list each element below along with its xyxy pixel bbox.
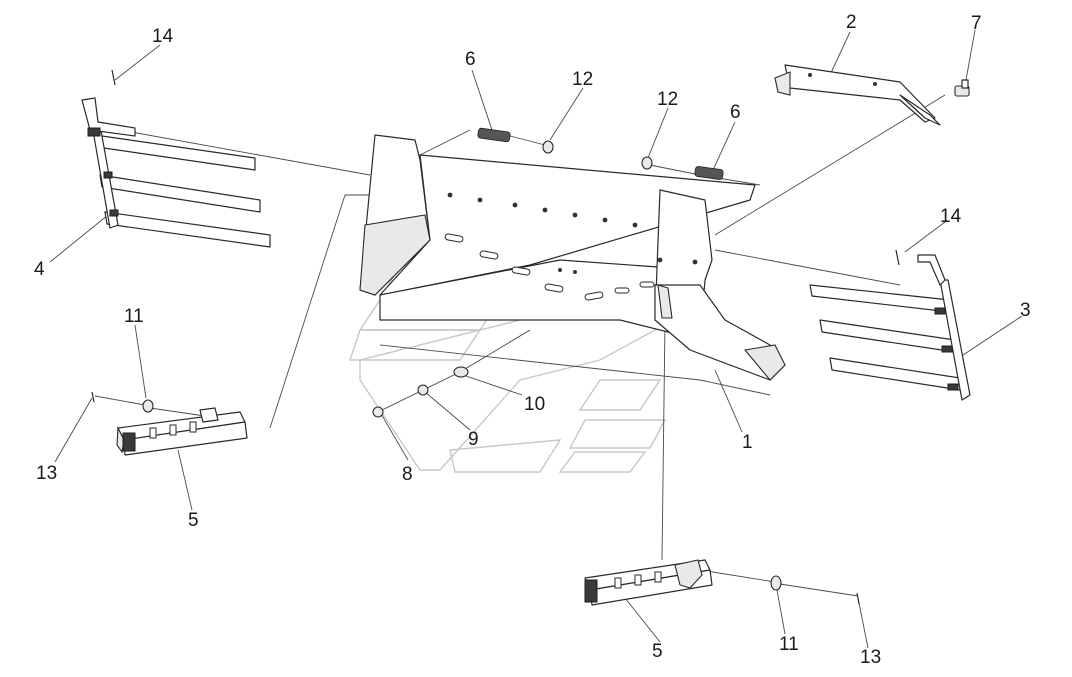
part-1-chute-body xyxy=(359,134,786,381)
callout-6: 6 xyxy=(465,49,476,70)
callout-13: 13 xyxy=(860,647,881,668)
callout-7: 7 xyxy=(971,13,982,34)
callout-5: 5 xyxy=(652,641,663,662)
part-12-washers xyxy=(542,140,653,170)
callout-14: 14 xyxy=(940,206,962,227)
callout-labels: 14 6 12 12 6 2 7 14 3 4 11 13 5 8 9 10 1… xyxy=(34,12,1031,668)
part-3-right-grille xyxy=(809,254,971,401)
part-10-washer xyxy=(453,366,469,378)
callout-1: 1 xyxy=(742,432,753,453)
callout-8: 8 xyxy=(402,464,413,485)
callout-2: 2 xyxy=(846,12,857,33)
callout-14: 14 xyxy=(152,26,174,47)
callout-6: 6 xyxy=(730,102,741,123)
part-2-top-bracket xyxy=(774,64,941,126)
callout-13: 13 xyxy=(36,463,57,484)
part-5-right-rail xyxy=(584,559,713,606)
part-14-pins xyxy=(111,69,900,266)
part-8-nut xyxy=(372,406,384,418)
callout-3: 3 xyxy=(1020,300,1031,321)
part-7-bolt xyxy=(954,79,970,97)
callout-5: 5 xyxy=(188,510,199,531)
part-5-left-rail xyxy=(116,407,248,456)
callout-4: 4 xyxy=(34,259,45,280)
part-13-pins xyxy=(91,391,860,605)
leader-lines xyxy=(49,29,1023,649)
part-6-springs xyxy=(477,127,724,180)
callout-12: 12 xyxy=(657,89,678,110)
part-11-washers xyxy=(142,399,782,591)
part-9-washer xyxy=(417,384,429,396)
callout-10: 10 xyxy=(524,394,545,415)
callout-11: 11 xyxy=(124,306,144,327)
callout-12: 12 xyxy=(572,69,593,90)
callout-9: 9 xyxy=(468,429,479,450)
part-4-left-grille xyxy=(81,97,271,248)
callout-11: 11 xyxy=(779,634,799,655)
